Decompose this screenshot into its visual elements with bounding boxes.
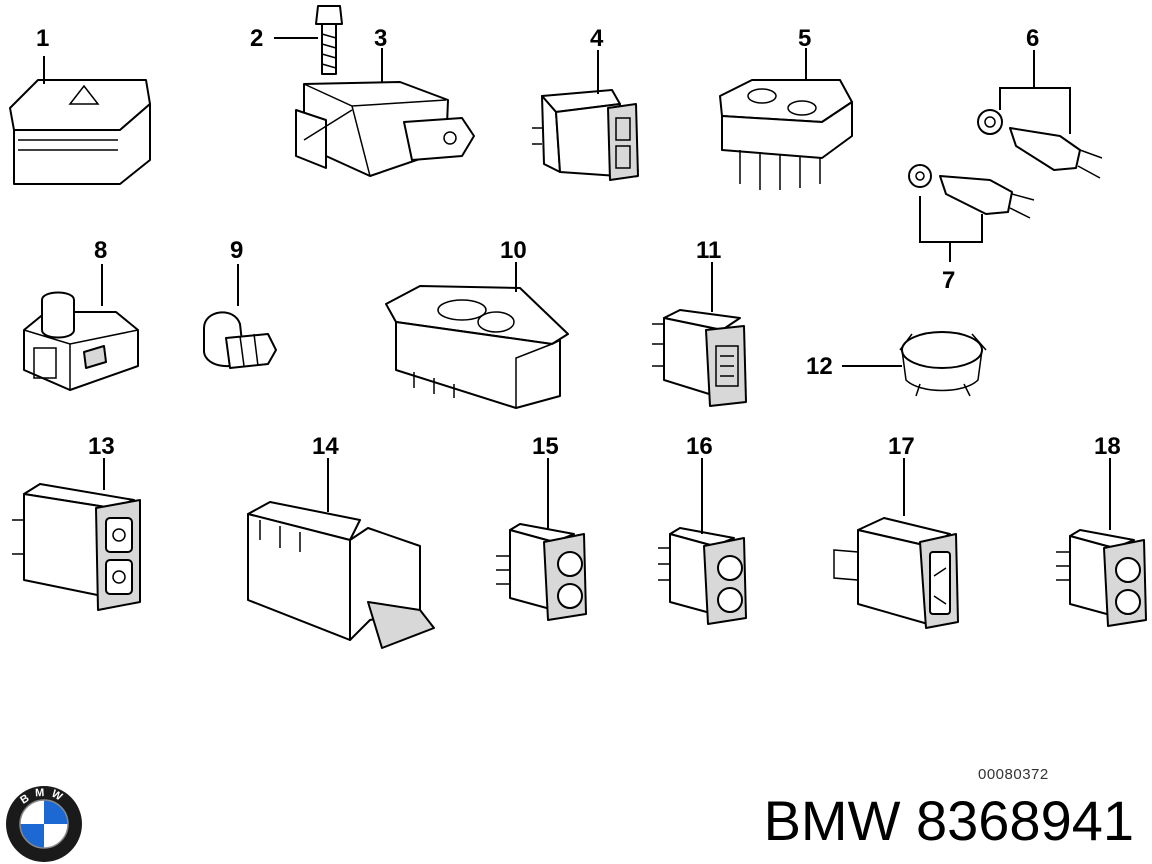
callout-9: 9 [230, 237, 243, 264]
part-5-dual-switch: 5 [719, 25, 853, 190]
bmw-roundel-icon: BMW [6, 786, 82, 862]
part-18-switch: 18 [1056, 433, 1147, 627]
callout-8: 8 [94, 237, 107, 264]
brand-name: BMW [763, 789, 901, 852]
part-16-switch: 16 [658, 433, 747, 625]
part-6-sensor: 6 [977, 25, 1103, 179]
part-1-hazard-switch: 1 [9, 25, 151, 185]
part-4-rocker-switch: 4 [532, 25, 639, 181]
hazard-triangle-icon [68, 84, 100, 105]
callout-17: 17 [888, 433, 915, 460]
part-17-window-switch: 17 [833, 433, 959, 629]
callout-15: 15 [532, 433, 559, 460]
part-15-switch: 15 [496, 433, 587, 621]
part-7-sensor: 7 [908, 164, 1035, 294]
callout-2: 2 [250, 25, 263, 52]
callout-13: 13 [88, 433, 115, 460]
part-9-plug: 9 [203, 237, 277, 369]
reference-code: 00080372 [978, 766, 1049, 783]
part-11-heat-switch: 11 [652, 237, 747, 407]
part-3-module: 3 [295, 25, 475, 177]
part-title: BMW 8368941 [764, 788, 1134, 853]
callout-3: 3 [374, 25, 387, 52]
callout-1: 1 [36, 25, 49, 52]
part-14-switch: 14 [247, 433, 435, 649]
callout-10: 10 [500, 237, 527, 264]
callout-18: 18 [1094, 433, 1121, 460]
part-8-push-button: 8 [23, 237, 139, 391]
part-2-bolt: 2 [250, 5, 343, 75]
callout-4: 4 [590, 25, 604, 52]
callout-6: 6 [1026, 25, 1039, 52]
part-number: 8368941 [915, 789, 1134, 852]
callout-7: 7 [942, 267, 955, 294]
part-10-seat-switch: 10 [385, 237, 569, 409]
part-12-clip: 12 [806, 331, 987, 397]
callout-12: 12 [806, 353, 833, 380]
callout-11: 11 [696, 237, 721, 264]
callout-5: 5 [798, 25, 811, 52]
callout-16: 16 [686, 433, 713, 460]
part-13-switch: 13 [12, 433, 141, 611]
callout-14: 14 [312, 433, 339, 460]
